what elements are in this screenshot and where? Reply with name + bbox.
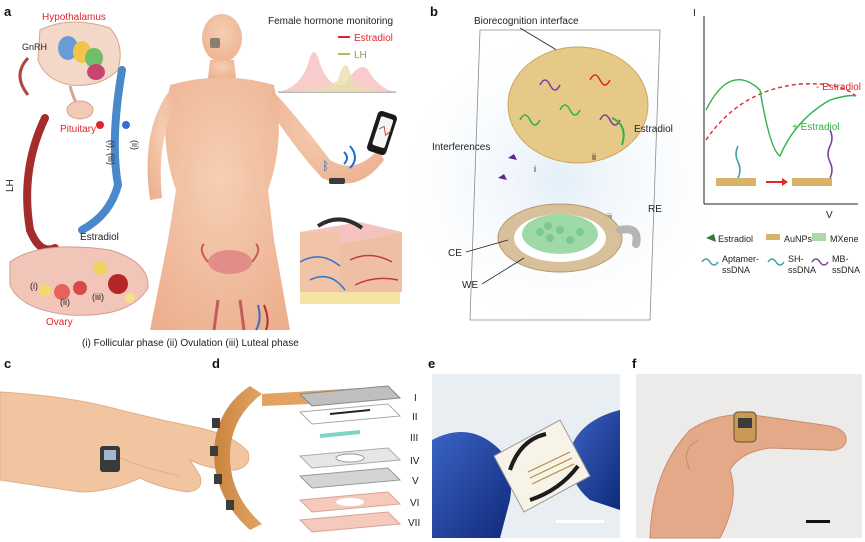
- hand-with-ring-illustration: [0, 391, 250, 493]
- layer-label: VII: [408, 518, 420, 529]
- layer-label: III: [410, 433, 418, 444]
- panel-f: f: [632, 356, 862, 539]
- monitor-title: Female hormone monitoring: [268, 16, 393, 27]
- panel-c-label: c: [4, 356, 11, 371]
- panel-f-label: f: [632, 356, 637, 371]
- right-glove: [569, 410, 620, 510]
- estradiol-vessel-label: Estradiol: [80, 232, 119, 243]
- panel-a: a Hypothalamus GnRH Pituitary LH (i), (i…: [4, 4, 402, 349]
- we-label: WE: [462, 280, 478, 291]
- ovary-phase-i: (i): [30, 281, 38, 291]
- response-curve-inset: [703, 16, 858, 205]
- estradiol-arrow-label: Estradiol: [634, 124, 673, 135]
- ovary-phase-ii: (ii): [60, 297, 70, 307]
- we-pointer: [481, 257, 525, 285]
- legend-sh-2: ssDNA: [788, 265, 816, 275]
- phases-caption: (i) Follicular phase (ii) Ovulation (iii…: [82, 338, 299, 349]
- ovary-phase-iii: (iii): [92, 292, 104, 302]
- legend-aunps: AuNPs: [784, 234, 813, 244]
- pathway-ii-label: (ii): [130, 140, 140, 150]
- negative-feedback-marker: [122, 121, 130, 129]
- gnrh-label: GnRH: [22, 42, 47, 52]
- wireless-signal-icon: [343, 145, 356, 169]
- legend-aptamer-2: ssDNA: [722, 265, 750, 275]
- panel-e: e: [428, 356, 620, 538]
- female-body-illustration: [147, 14, 384, 331]
- wrist-sensor: [329, 178, 345, 184]
- bluetooth-icon: ᛒ: [322, 159, 329, 173]
- panel-e-label: e: [428, 356, 435, 371]
- legend-estradiol: Estradiol: [354, 33, 393, 44]
- positive-feedback-marker: [96, 121, 104, 129]
- re-label: RE: [648, 204, 662, 215]
- legend-estradiol-b: Estradiol: [718, 234, 753, 244]
- legend-lh: LH: [354, 50, 367, 61]
- lh-vessel: [23, 114, 59, 254]
- panel-b: b Biorecognition interface Estradiol Int…: [410, 4, 861, 321]
- layer-label: I: [414, 393, 417, 404]
- pituitary-label: Pituitary: [60, 124, 96, 135]
- pathway-i-iii-label: (i), (iii): [106, 140, 116, 165]
- inset-plus-estradiol: + Estradiol: [792, 122, 840, 133]
- ce-pointer: [465, 239, 509, 253]
- dna-strands: [519, 74, 621, 126]
- ce-label: CE: [448, 248, 462, 259]
- biorecognition-label: Biorecognition interface: [474, 16, 579, 27]
- layer-label: V: [412, 476, 419, 487]
- scale-bar: [556, 520, 604, 523]
- layer-label: IV: [410, 456, 420, 467]
- binding-arrow: [611, 117, 625, 146]
- interference-molecule: [498, 174, 507, 180]
- panel-b-legend: [701, 233, 829, 266]
- panel-d-label: d: [212, 356, 220, 371]
- scale-bar: [806, 520, 830, 523]
- flexible-sensor-patch: [493, 419, 591, 513]
- left-glove: [432, 432, 512, 538]
- interference-molecule: [508, 154, 517, 160]
- layer-label: II: [412, 412, 418, 423]
- panel-d: d I II III IV V VI VII: [210, 356, 420, 533]
- layer-stack: [298, 385, 402, 533]
- hormone-chart: [278, 36, 396, 93]
- electrode-stack: [497, 203, 641, 273]
- panel-b-label: b: [430, 4, 438, 19]
- ovary-label: Ovary: [46, 317, 73, 328]
- legend-aptamer-1: Aptamer-: [722, 254, 759, 264]
- legend-mb-1: MB-: [832, 254, 849, 264]
- hypothalamus-illustration: [37, 21, 121, 120]
- lh-vessel-label: LH: [5, 179, 16, 192]
- gnrh-arrow: [18, 56, 30, 96]
- inset-y-label: I: [693, 8, 696, 19]
- inset-minus-estradiol: - Estradiol: [816, 82, 861, 93]
- ovary-illustration: [9, 246, 149, 316]
- legend-mxene: MXene: [830, 234, 859, 244]
- panel-c: c: [0, 356, 250, 493]
- legend-mb-2: ssDNA: [832, 265, 860, 275]
- hypothalamus-label: Hypothalamus: [42, 12, 106, 23]
- smartphone: [367, 110, 397, 156]
- legend-sh-1: SH-: [788, 254, 804, 264]
- step-i-label: i: [534, 164, 536, 174]
- panel-a-label: a: [4, 4, 12, 19]
- head-sensor: [210, 38, 220, 48]
- skin-cross-section: [299, 217, 402, 304]
- inset-x-label: V: [826, 210, 833, 221]
- estradiol-vessel: [78, 66, 126, 234]
- interferences-label: Interferences: [432, 142, 490, 153]
- magnified-interface: [507, 46, 649, 164]
- layer-label: VI: [410, 498, 419, 509]
- photo-hand: [649, 414, 847, 539]
- biorecognition-pointer: [519, 27, 561, 53]
- step-ii-label: ii: [592, 152, 596, 162]
